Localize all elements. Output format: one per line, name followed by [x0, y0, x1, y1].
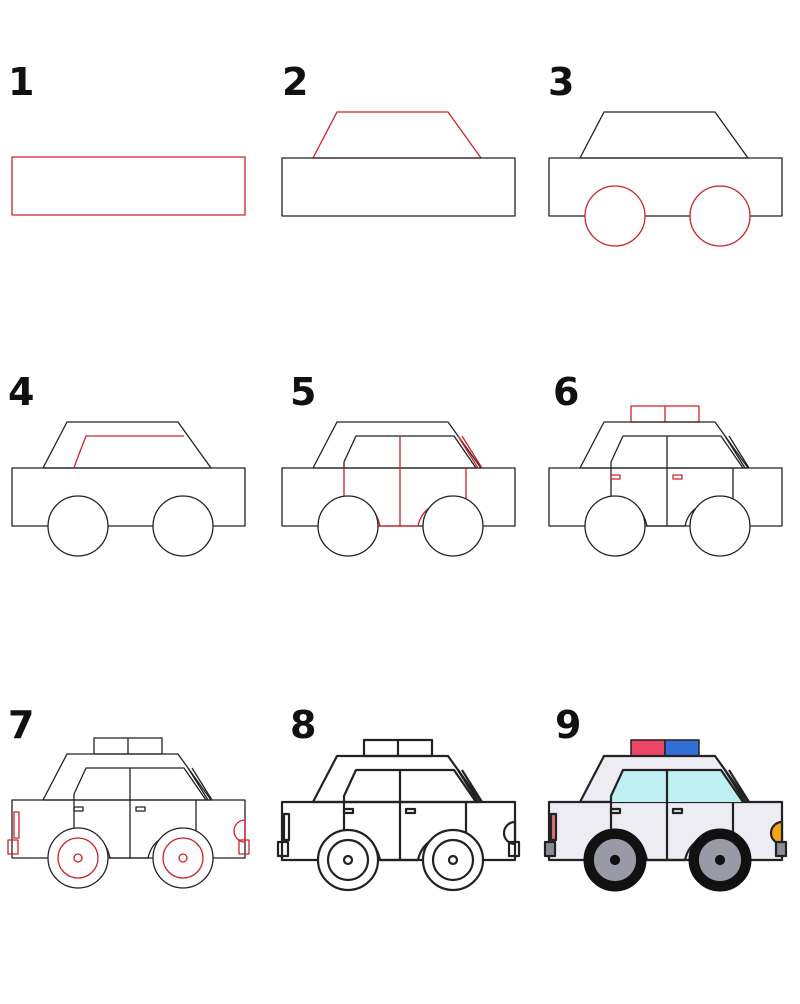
wheel: [584, 495, 646, 557]
step-number: 1: [8, 60, 34, 104]
window-pillar: [191, 767, 213, 801]
window-pillar: [457, 769, 479, 803]
step-number: 6: [553, 370, 579, 414]
tail-light: [282, 812, 291, 842]
hubcap: [162, 837, 204, 879]
wheel-center: [342, 854, 354, 866]
hubcap: [57, 837, 99, 879]
rear-bumper: [276, 840, 290, 858]
car-roof: [579, 111, 749, 159]
door-handle: [671, 807, 684, 815]
door-handle: [135, 806, 146, 812]
door-handle: [73, 806, 84, 812]
wheel: [152, 827, 214, 889]
door-handle: [609, 807, 622, 815]
step-number: 9: [555, 703, 581, 747]
car-body: [281, 157, 516, 217]
car-window: [73, 767, 207, 801]
step-number: 3: [548, 60, 574, 104]
door-handle: [404, 807, 417, 815]
step-panel: [548, 405, 783, 557]
tail-light: [549, 812, 558, 842]
car-body: [11, 467, 246, 527]
car-window: [609, 768, 744, 803]
window-pillar: [728, 435, 750, 469]
wheel: [689, 495, 751, 557]
door-handle: [610, 474, 621, 480]
car-body: [548, 157, 783, 217]
window-pillar: [457, 435, 479, 469]
siren-red-light: [630, 739, 666, 757]
rear-bumper: [543, 840, 557, 858]
front-bumper: [238, 839, 250, 855]
step-number: 5: [290, 370, 316, 414]
car-window: [73, 435, 184, 469]
wheel: [47, 827, 109, 889]
wheel: [317, 495, 379, 557]
car-body: [11, 156, 246, 216]
wheel: [152, 495, 214, 557]
wheel-center: [447, 854, 459, 866]
door-handle: [342, 807, 355, 815]
step-number: 8: [290, 703, 316, 747]
window-pillar: [461, 435, 483, 469]
wheel: [422, 495, 484, 557]
car-window: [343, 435, 477, 469]
step-panel: [548, 111, 783, 247]
wheel-center: [73, 853, 83, 863]
wheel-center: [714, 854, 726, 866]
window-pillar: [461, 769, 483, 803]
car-roof: [42, 753, 212, 801]
step-panel: [281, 421, 516, 557]
wheel-center: [178, 853, 188, 863]
wheel: [47, 495, 109, 557]
front-bumper: [507, 840, 521, 858]
step-number: 2: [282, 60, 308, 104]
car-window: [610, 435, 744, 469]
wheel: [421, 828, 485, 892]
window-pillar: [187, 767, 209, 801]
car-roof: [311, 754, 483, 804]
step-panel: [276, 738, 521, 892]
hubcap: [326, 838, 370, 882]
wheel: [584, 185, 646, 247]
car-roof: [42, 421, 212, 469]
hubcap: [431, 838, 475, 882]
siren-blue-light: [664, 739, 700, 757]
step-panel: [11, 421, 246, 557]
car-roof: [312, 421, 482, 469]
step-panel: [7, 737, 250, 889]
front-bumper: [774, 840, 788, 858]
step-number: 4: [8, 370, 34, 414]
window-pillar: [724, 769, 746, 803]
head-light: [502, 820, 517, 846]
tail-light: [13, 811, 20, 839]
wheel: [689, 185, 751, 247]
window-pillar: [724, 435, 746, 469]
head-light: [233, 819, 246, 843]
wheel: [316, 828, 380, 892]
rear-bumper: [7, 839, 19, 855]
step-panel: [11, 156, 246, 216]
window-pillar: [728, 769, 750, 803]
car-roof: [312, 111, 482, 159]
step-panel: [281, 111, 516, 217]
wheel-center: [609, 854, 621, 866]
step-number: 7: [8, 703, 34, 747]
car-roof: [579, 421, 749, 469]
car-window: [342, 768, 477, 803]
door-handle: [672, 474, 683, 480]
step-panel: [543, 739, 788, 892]
